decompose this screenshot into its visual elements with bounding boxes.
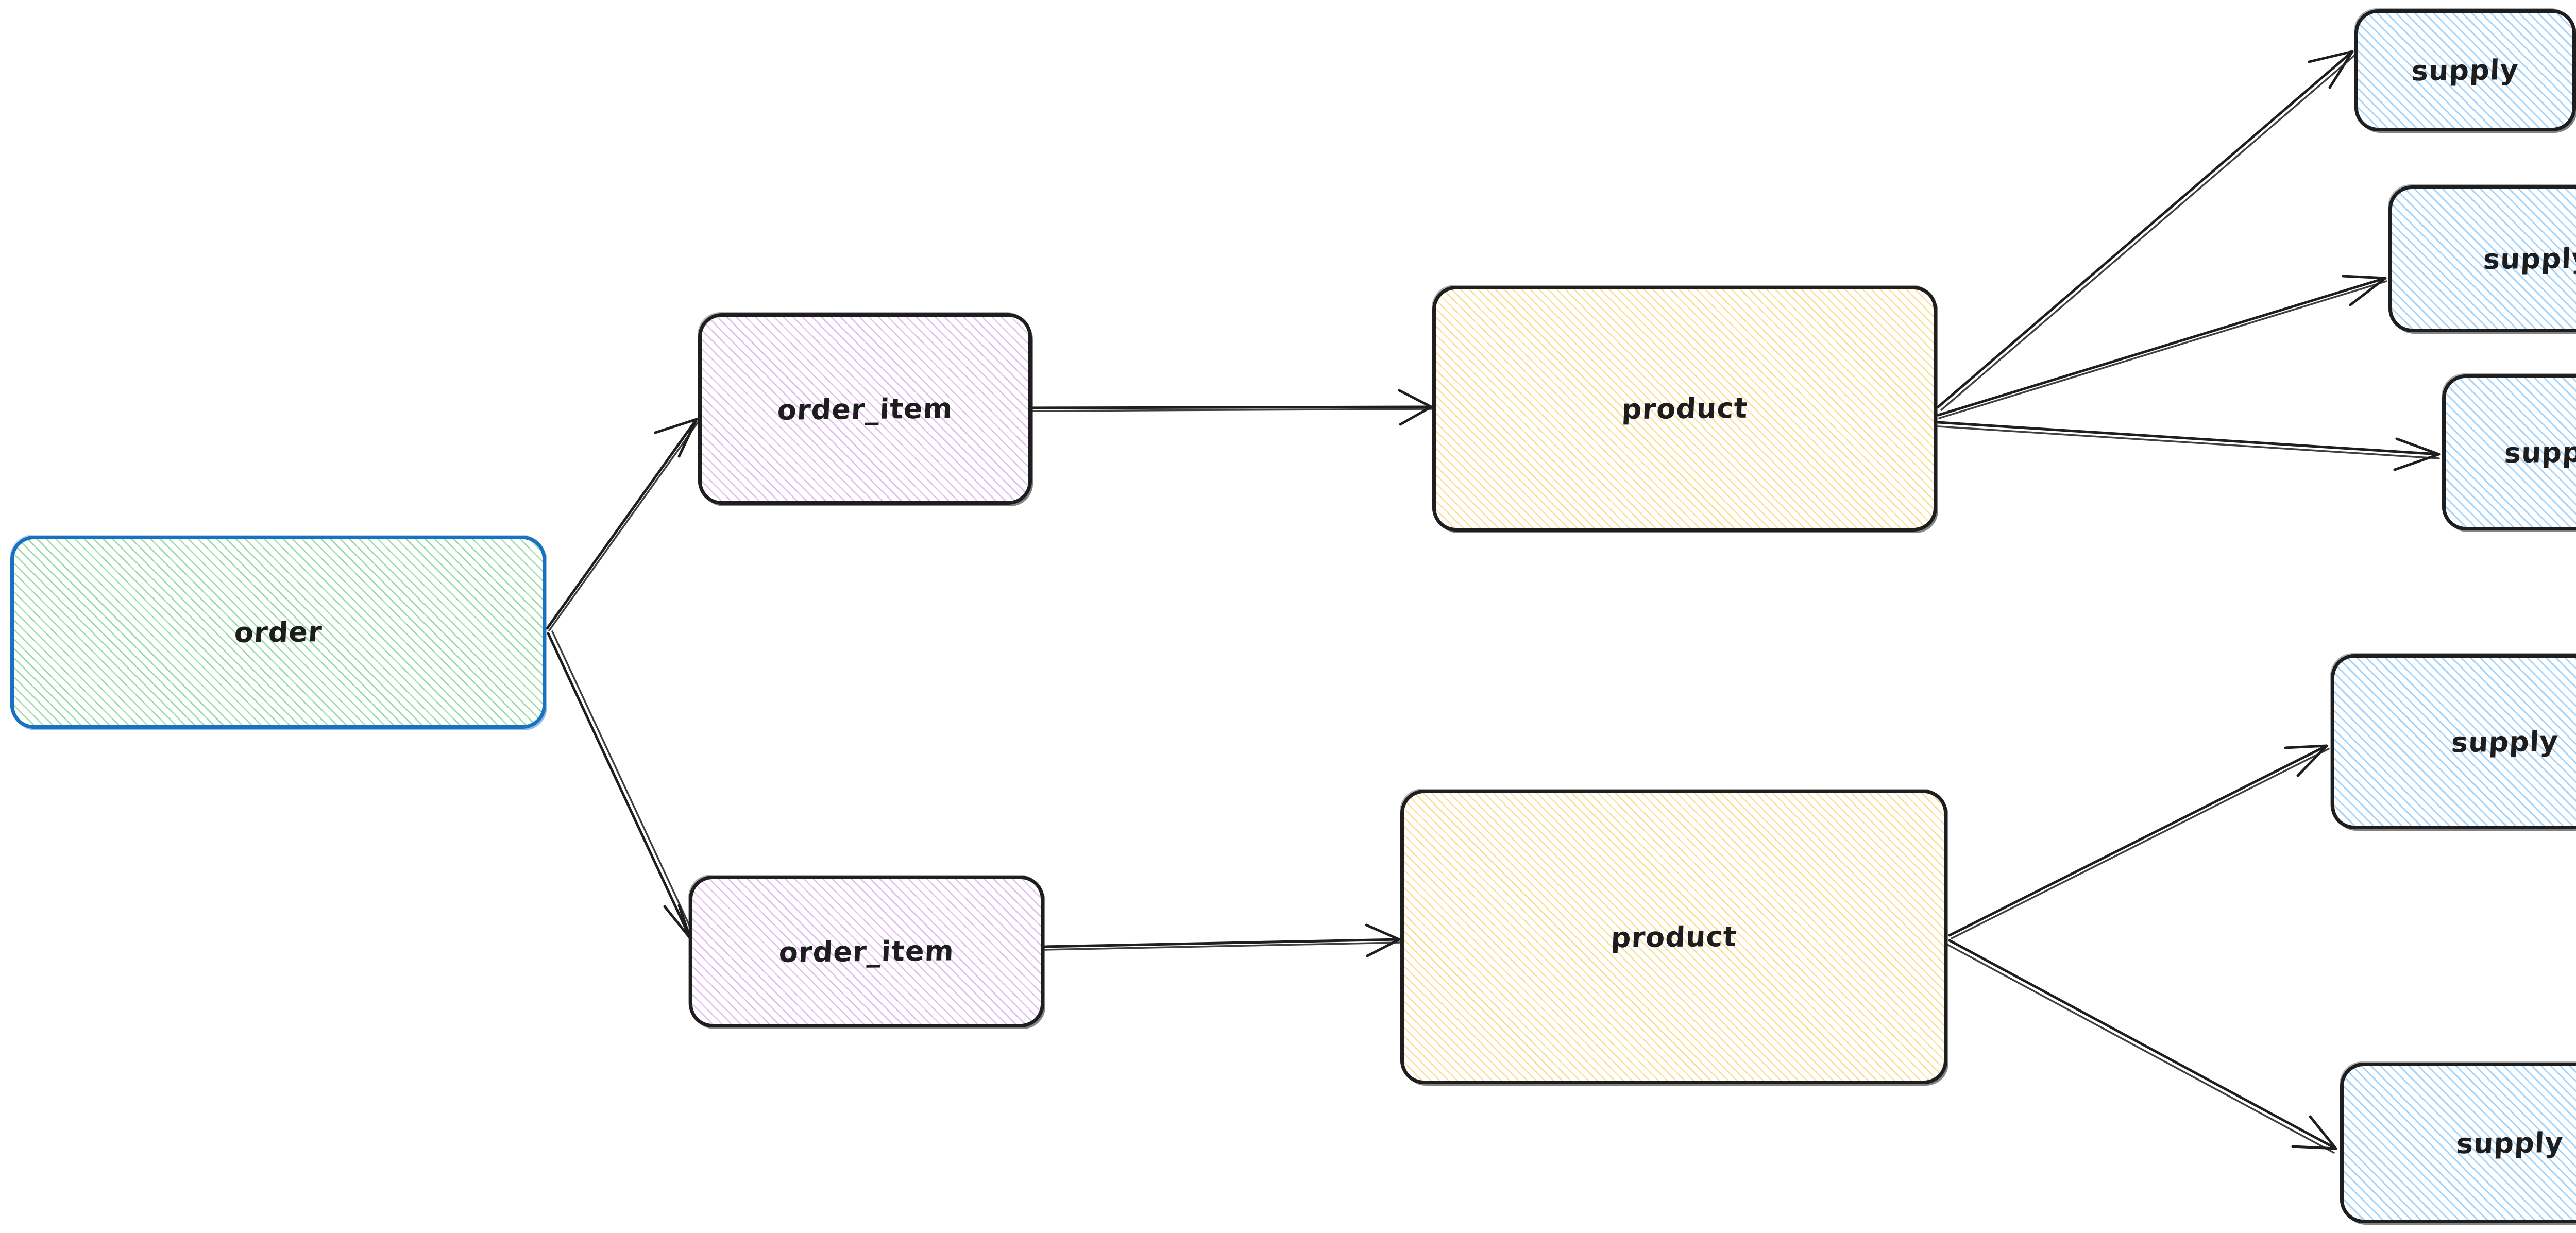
node-order[interactable]: order: [10, 536, 546, 729]
node-order-label: order: [233, 615, 323, 649]
edge-order-to-order-item-1[interactable]: [546, 418, 700, 631]
node-supply-5[interactable]: supply: [2340, 1063, 2576, 1223]
node-order-item-1[interactable]: order_item: [698, 313, 1032, 505]
node-product-1[interactable]: product: [1432, 286, 1937, 532]
node-product-1-label: product: [1621, 391, 1749, 426]
edge-product-1-to-supply-1[interactable]: [1937, 50, 2357, 411]
node-supply-5-label: supply: [2455, 1126, 2565, 1160]
node-order-item-2-label: order_item: [778, 934, 955, 969]
node-supply-2-label: supply: [2482, 242, 2576, 276]
edge-product-1-to-supply-2[interactable]: [1937, 275, 2387, 419]
edge-product-2-to-supply-5[interactable]: [1946, 939, 2337, 1154]
edge-order-item-1-to-product-1[interactable]: [1030, 389, 1433, 426]
edge-order-to-order-item-2[interactable]: [547, 630, 696, 940]
node-supply-4[interactable]: supply: [2331, 654, 2576, 829]
edge-product-1-to-supply-3[interactable]: [1937, 421, 2441, 471]
node-supply-3[interactable]: supply: [2442, 374, 2576, 530]
edge-order-item-2-to-product-2[interactable]: [1043, 923, 1401, 957]
node-supply-1[interactable]: supply: [2354, 9, 2576, 131]
node-product-2[interactable]: product: [1400, 790, 1947, 1084]
node-order-item-2[interactable]: order_item: [689, 876, 1044, 1028]
node-supply-1-label: supply: [2411, 53, 2520, 88]
node-supply-4-label: supply: [2450, 725, 2560, 759]
node-supply-2[interactable]: supply: [2388, 185, 2576, 332]
node-supply-3-label: supply: [2503, 435, 2576, 470]
node-product-2-label: product: [1610, 920, 1738, 954]
edge-product-2-to-supply-4[interactable]: [1948, 744, 2330, 939]
node-order-item-1-label: order_item: [776, 391, 954, 426]
